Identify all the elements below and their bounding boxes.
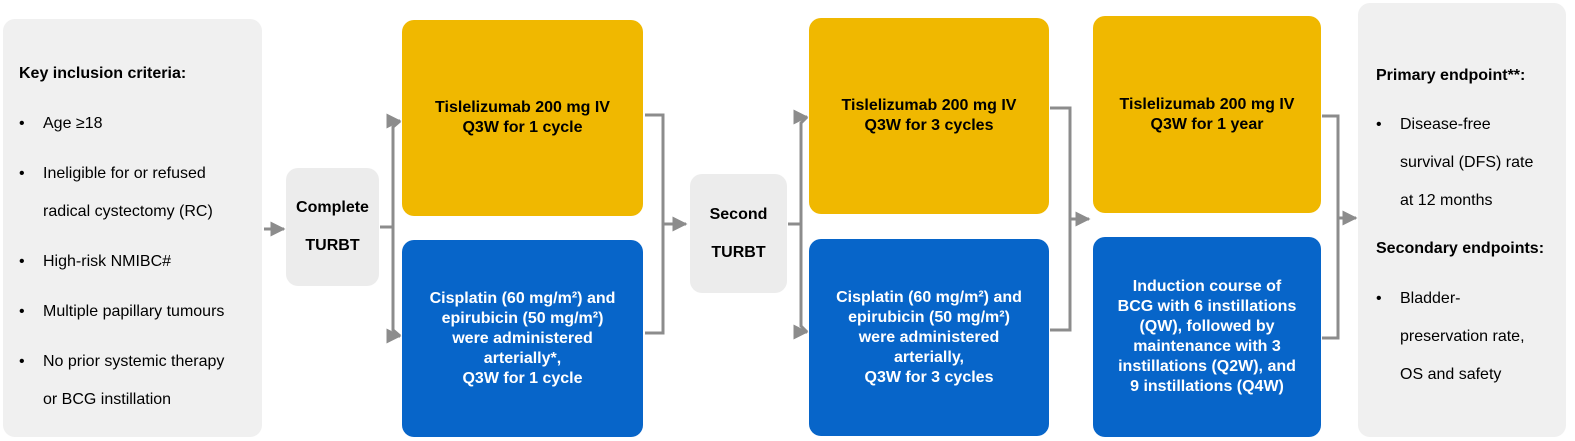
arm1-chemo-box: Cisplatin (60 mg/m²) and epirubicin (50 …	[402, 240, 643, 437]
criteria-item-tumours: Multiple papillary tumours	[19, 293, 259, 331]
bracket-arm2-split	[799, 115, 809, 334]
criteria-item-nmibc: High-risk NMIBC#	[19, 243, 259, 281]
criteria-item-age: Age ≥18	[19, 105, 259, 143]
secondary-endpoints-title: Secondary endpoints:	[1376, 240, 1545, 257]
primary-endpoint-list: Disease-free survival (DFS) rate at 12 m…	[1376, 106, 1561, 220]
second-turbt-box: Second TURBT	[690, 174, 787, 293]
secondary-endpoint-item: Bladder- preservation rate, OS and safet…	[1376, 280, 1561, 394]
arm2-tislelizumab-box: Tislelizumab 200 mg IV Q3W for 3 cycles	[809, 18, 1049, 214]
second-turbt-line1: Second	[709, 205, 768, 223]
criteria-item-prior-therapy: No prior systemic therapy or BCG instill…	[19, 343, 259, 419]
arm3-bcg-box: Induction course of BCG with 6 instillat…	[1093, 237, 1321, 437]
inclusion-criteria-panel: Key inclusion criteria: Age ≥18 Ineligib…	[3, 19, 262, 437]
bracket-arm3-merge	[1322, 114, 1340, 340]
complete-turbt-line2: TURBT	[305, 237, 360, 254]
secondary-endpoints-list: Bladder- preservation rate, OS and safet…	[1376, 280, 1561, 394]
arm3-tislelizumab-box: Tislelizumab 200 mg IV Q3W for 1 year	[1093, 16, 1321, 213]
endpoints-panel: Primary endpoint**: Disease-free surviva…	[1358, 3, 1566, 437]
second-turbt-line2: TURBT	[711, 243, 766, 261]
bracket-arm1-split	[391, 119, 401, 338]
inclusion-criteria-title: Key inclusion criteria:	[19, 65, 187, 82]
primary-endpoint-item: Disease-free survival (DFS) rate at 12 m…	[1376, 106, 1561, 220]
bracket-arm1-merge	[645, 113, 665, 335]
criteria-item-rc: Ineligible for or refused radical cystec…	[19, 155, 259, 231]
arm1-tislelizumab-box: Tislelizumab 200 mg IV Q3W for 1 cycle	[402, 20, 643, 216]
arm2-chemo-box: Cisplatin (60 mg/m²) and epirubicin (50 …	[809, 239, 1049, 436]
primary-endpoint-title: Primary endpoint**:	[1376, 67, 1526, 84]
bracket-arm2-merge	[1050, 106, 1072, 332]
complete-turbt-line1: Complete	[296, 199, 369, 216]
inclusion-criteria-list: Age ≥18 Ineligible for or refused radica…	[19, 105, 259, 419]
complete-turbt-box: Complete TURBT	[286, 168, 379, 286]
